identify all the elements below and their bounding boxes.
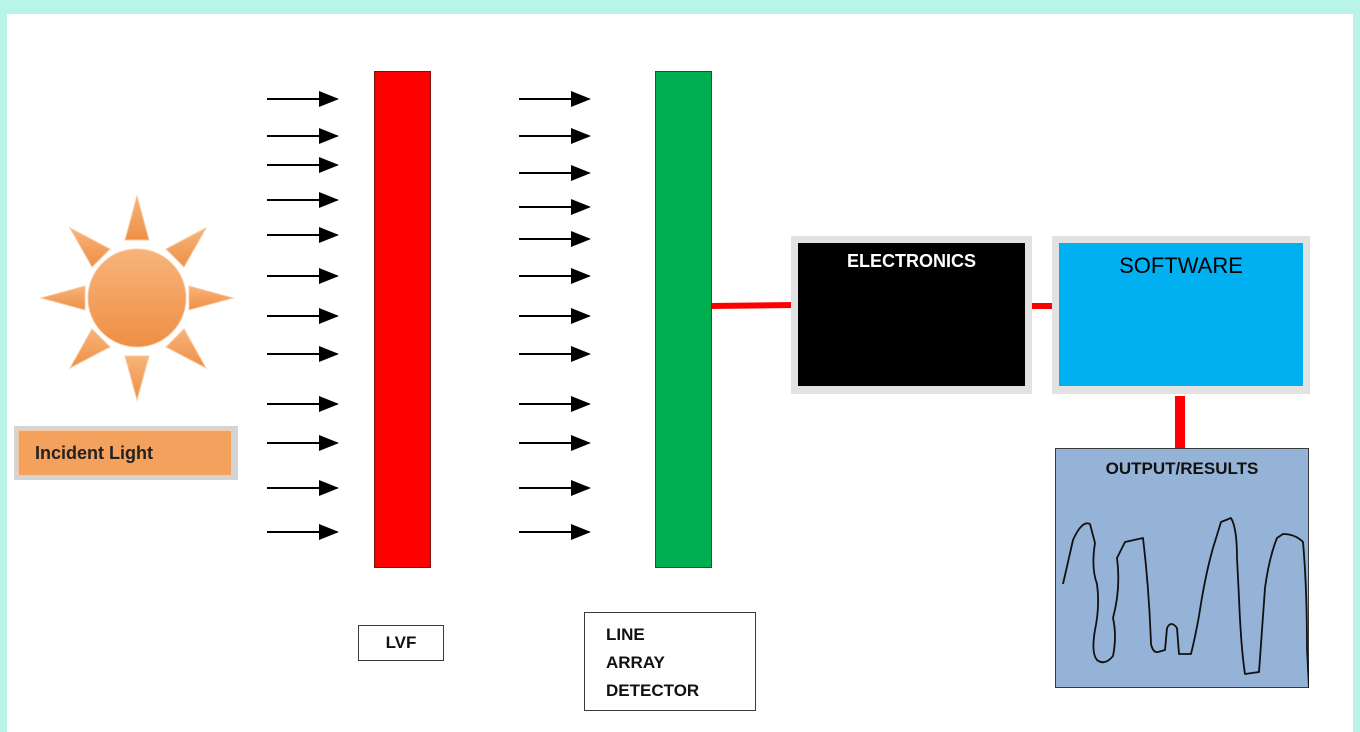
- diagram-canvas: Incident Light: [7, 14, 1353, 732]
- lvf-filter-bar: [374, 71, 431, 568]
- sun-icon: [40, 194, 235, 402]
- line-array-detector-label: LINE ARRAY DETECTOR: [584, 612, 756, 711]
- software-block: SOFTWARE: [1059, 243, 1303, 386]
- line-array-detector-bar: [655, 71, 712, 568]
- output-results-block: OUTPUT/RESULTS: [1055, 448, 1309, 688]
- output-results-label: OUTPUT/RESULTS: [1105, 459, 1259, 478]
- lvf-label-text: LVF: [385, 633, 417, 652]
- lvf-label: LVF: [358, 625, 444, 661]
- software-label: SOFTWARE: [1119, 253, 1243, 278]
- detector-label-line-1: LINE: [606, 625, 645, 644]
- incident-light-label: Incident Light: [18, 430, 232, 476]
- incident-light-text: Incident Light: [35, 442, 153, 463]
- electronics-block: ELECTRONICS: [798, 243, 1025, 386]
- output-spectrum-sketch: [1062, 517, 1309, 688]
- incident-arrow-column: [267, 91, 339, 540]
- detector-label-line-2: ARRAY: [606, 653, 665, 672]
- detector-electronics-connector: [710, 302, 796, 309]
- filtered-arrow-column: [519, 91, 591, 540]
- spectrum-trace: [1062, 517, 1309, 688]
- detector-label-line-3: DETECTOR: [606, 681, 700, 700]
- electronics-label: ELECTRONICS: [846, 251, 976, 271]
